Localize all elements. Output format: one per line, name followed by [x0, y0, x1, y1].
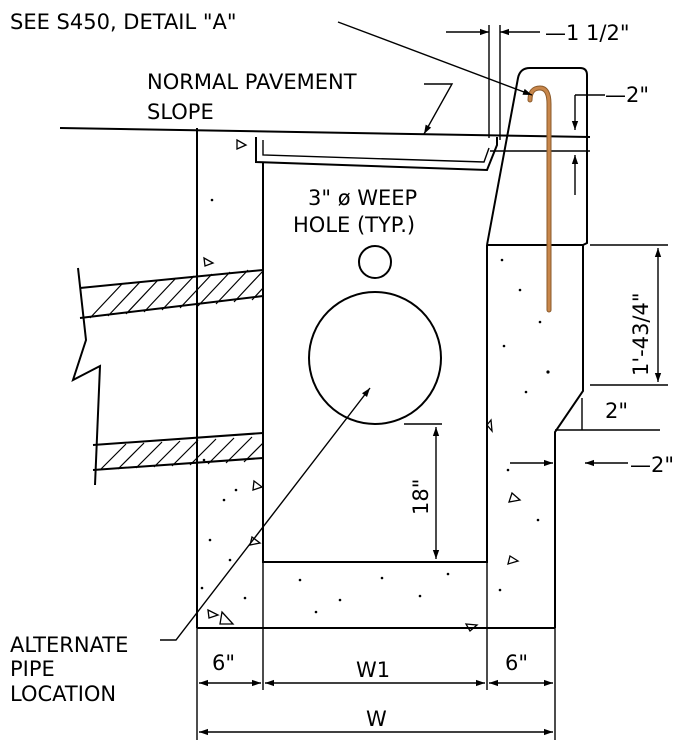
- pavement-leader: [423, 83, 454, 135]
- weep-hole: [358, 245, 392, 279]
- annotations: SEE S450, DETAIL "A" NORMAL PAVEMENT SLO…: [10, 10, 674, 731]
- curb-profile: [486, 67, 588, 391]
- basin-interior: [262, 162, 488, 563]
- dim-inner-width: W1: [356, 658, 390, 682]
- weep-label-line1: 3" ø WEEP: [308, 186, 417, 210]
- pipe-bottom-wall: [92, 432, 264, 471]
- pipe-hatching: [89, 269, 263, 471]
- dim-step-right: —2": [630, 453, 674, 477]
- dim-top-drop: —2": [605, 83, 649, 107]
- leaders: [160, 21, 533, 641]
- concrete-aggregate: [200, 138, 550, 633]
- detail-callout: SEE S450, DETAIL "A": [10, 10, 237, 34]
- pipe-top-wall: [79, 269, 264, 319]
- dim-right-wall: 6": [505, 651, 528, 675]
- dim-pipe-invert: 18": [409, 479, 433, 515]
- grate-bar: [262, 140, 490, 163]
- pavement-label-line1: NORMAL PAVEMENT: [147, 70, 357, 94]
- pavement-slope-line: [59, 127, 591, 138]
- dim-total-width: W: [366, 707, 387, 731]
- alternate-pipe-opening: [308, 291, 442, 425]
- dim-left-wall: 6": [212, 651, 235, 675]
- pipe-leader: [160, 387, 371, 641]
- rebar-hook: [527, 85, 552, 313]
- pipe-break-line: [71, 267, 102, 486]
- dim-curb-height: 1'-43/4": [629, 292, 653, 376]
- concrete-structure: [59, 67, 591, 629]
- dim-curb-offset: —1 1/2": [545, 21, 630, 45]
- grate-frame: [255, 137, 498, 172]
- dim-step-left: 2": [605, 399, 628, 423]
- pipe-label-line1: ALTERNATE: [10, 633, 128, 657]
- pipe-label-line3: LOCATION: [10, 682, 116, 706]
- inlet-pipe: [71, 267, 264, 486]
- dimension-lines: [196, 25, 668, 740]
- weep-label-line2: HOLE (TYP.): [293, 213, 415, 237]
- pipe-label-line2: PIPE: [10, 657, 55, 681]
- pavement-label-line2: SLOPE: [147, 100, 214, 124]
- right-wall-outer: [487, 244, 584, 628]
